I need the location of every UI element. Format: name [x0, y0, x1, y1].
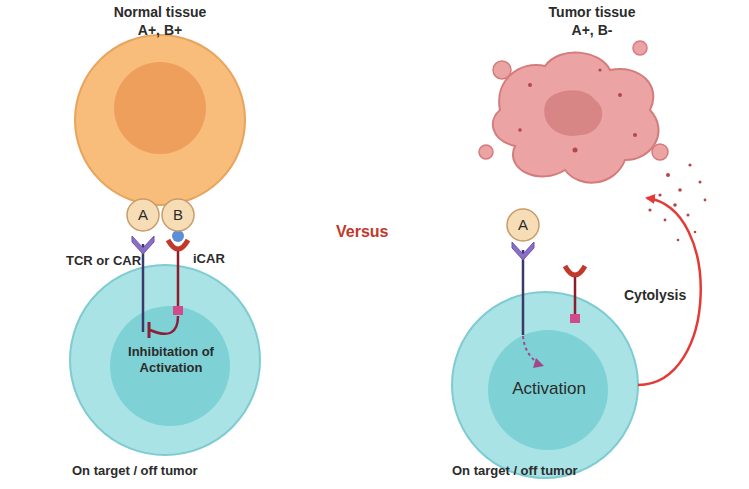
tissue-heading: Tumor tissue	[549, 4, 636, 22]
antigen-circle	[507, 209, 539, 241]
antigen-status: A+, B+	[138, 22, 182, 40]
receptor-label: TCR or CAR	[66, 253, 141, 268]
tumor-fragment	[479, 145, 493, 159]
node-text: B	[173, 206, 183, 225]
inhibition-bar	[148, 322, 151, 338]
antigen-circle	[127, 199, 159, 231]
t-cell-node: Inhibitation of Activation	[70, 265, 260, 455]
antigen-status: A+, B-	[572, 22, 613, 40]
normal-cell	[75, 35, 245, 205]
t-cell-nucleus	[110, 306, 230, 426]
edge-label: Cytolysis	[622, 286, 688, 304]
icar-head	[565, 266, 585, 275]
tissue-heading: Normal tissue	[114, 4, 207, 22]
icar-stalk	[574, 277, 577, 320]
t-cell	[70, 265, 260, 455]
normal-nucleus	[114, 62, 206, 154]
node-text: A	[518, 216, 528, 235]
tumor-fragment	[633, 41, 647, 55]
icar-stalk	[177, 251, 180, 312]
icar-signal-domain	[173, 306, 183, 315]
t-cell-node: Activation	[452, 292, 638, 478]
antigen-circle	[162, 199, 194, 231]
antigen-node: A	[507, 209, 539, 241]
tcr-stalk	[142, 244, 145, 332]
activation-signal-head	[533, 358, 544, 368]
node-text: A	[138, 206, 148, 225]
t-cell	[452, 292, 638, 478]
antigen-node: B	[162, 199, 194, 231]
receptor-label: iCAR	[193, 251, 225, 266]
footer-label: On target / off tumor	[72, 463, 198, 478]
tumor-fragment	[493, 61, 511, 79]
tcr-stalk	[522, 250, 525, 335]
node-text: Activation	[512, 378, 586, 399]
tcr-head	[512, 242, 534, 260]
versus-label: Versus	[336, 223, 388, 241]
icar-head	[168, 240, 188, 249]
tumor-nucleus	[544, 90, 602, 136]
normal-cell-node: Normal tissueA+, B+	[60, 4, 260, 209]
tcr-head	[132, 236, 154, 254]
icar-signal-domain	[570, 314, 580, 323]
inhibition-line	[150, 316, 178, 334]
t-cell-nucleus	[488, 330, 608, 450]
icar-ligand-dot	[172, 230, 184, 242]
node-text: Inhibitation of Activation	[115, 344, 227, 377]
antigen-node: A	[127, 199, 159, 231]
footer-label: On target / off tumor	[452, 463, 578, 478]
tumor-fragment	[652, 144, 668, 160]
tumor-cell	[493, 52, 659, 182]
tumor-cell-node: Tumor tissueA+, B-	[482, 4, 702, 196]
